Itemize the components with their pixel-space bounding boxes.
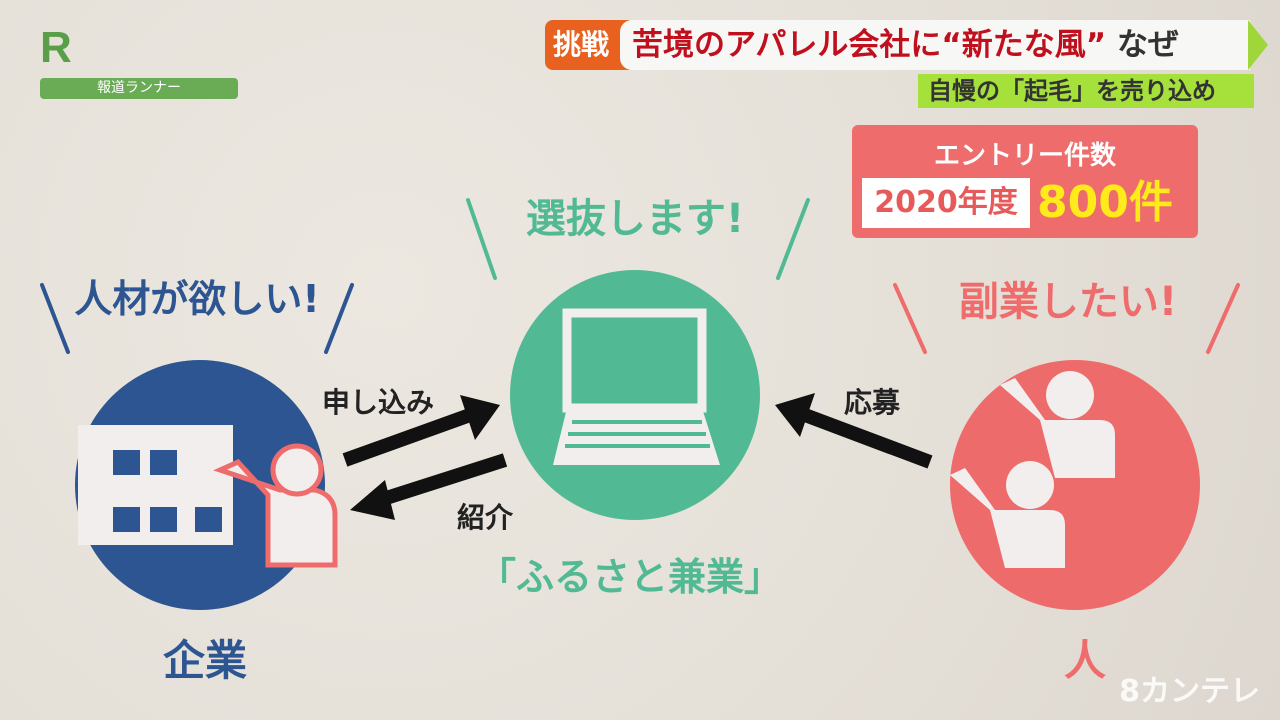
apply-person-label: 応募 bbox=[844, 386, 901, 419]
headline-title-red: 苦境のアパレル会社に“新たな風” bbox=[632, 27, 1107, 63]
company-need-text: 人材が欲しい! bbox=[74, 277, 319, 321]
arrow-platform-to-company bbox=[350, 453, 508, 520]
entry-year: 2020年度 bbox=[862, 178, 1030, 228]
entry-title: エントリー件数 bbox=[933, 141, 1116, 171]
headline-tag: 挑戦 bbox=[545, 20, 630, 70]
arrows bbox=[342, 393, 933, 520]
entry-count: 800件 bbox=[1037, 177, 1173, 228]
person-label: 人 bbox=[1064, 636, 1106, 685]
headline-arrow-icon bbox=[1248, 20, 1268, 70]
program-name: 報道ランナー bbox=[40, 78, 238, 99]
building-icon bbox=[78, 425, 233, 545]
platform-label: 「ふるさと兼業」 bbox=[478, 555, 782, 599]
platform-circle bbox=[510, 270, 760, 520]
arrow-company-to-platform bbox=[342, 395, 500, 467]
platform-action-text: 選抜します! bbox=[526, 196, 744, 242]
introduce-label: 紹介 bbox=[457, 501, 514, 534]
headline-subtitle: 自慢の「起毛」を売り込め bbox=[918, 74, 1254, 108]
channel-watermark: 8カンテレ bbox=[1119, 674, 1260, 709]
headline-title: 苦境のアパレル会社に“新たな風” なぜ bbox=[620, 20, 1250, 70]
entry-count-box: エントリー件数 2020年度 800件 bbox=[852, 125, 1198, 238]
people-icon bbox=[950, 371, 1115, 568]
company-emphasis-lines bbox=[40, 283, 354, 354]
arrow-person-to-platform bbox=[775, 393, 933, 469]
person-want-text: 副業したい! bbox=[959, 279, 1177, 325]
platform-emphasis-lines bbox=[466, 198, 810, 280]
apply-company-label: 申し込み bbox=[322, 386, 434, 419]
person-emphasis-lines bbox=[893, 283, 1240, 354]
headline-title-dark: なぜ bbox=[1116, 27, 1179, 63]
company-label: 企業 bbox=[163, 636, 247, 685]
company-person-icon bbox=[213, 443, 338, 568]
laptop-icon bbox=[553, 308, 720, 465]
program-logo: R bbox=[40, 23, 72, 72]
